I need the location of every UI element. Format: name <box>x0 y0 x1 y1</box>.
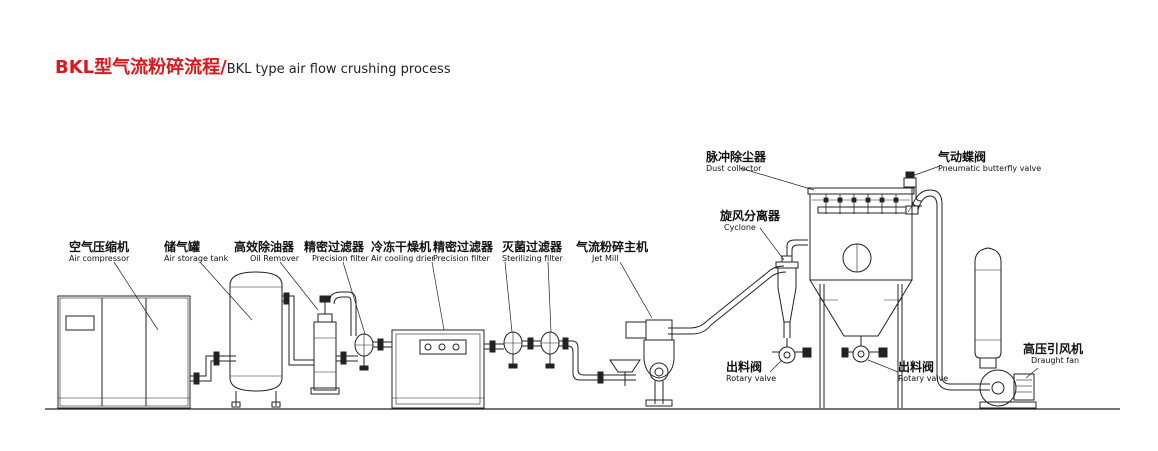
pipe-filter2-sterilizing <box>522 337 541 350</box>
label-cyclone: 旋风分离器 Cyclone <box>720 209 781 232</box>
air-cooling-drier <box>391 261 485 409</box>
pipe-filter-drier <box>373 338 392 351</box>
rotary-valve-2 <box>841 336 899 373</box>
sterilizing-filter <box>540 261 560 369</box>
title-cn: BKL型气流粉碎流程/ <box>55 57 227 78</box>
label-jet-mill: 气流粉碎主机 Jet Mill <box>576 240 649 263</box>
label-rotary-valve-1: 出料阀 Rotary valve <box>726 360 777 383</box>
label-draught-fan: 高压引风机 Draught fan <box>1023 342 1084 365</box>
rotary-valve-1 <box>769 338 812 373</box>
cyclone <box>759 227 808 338</box>
jet-mill <box>609 261 712 407</box>
precision-filter-1 <box>342 261 374 371</box>
pipe-oil-precision <box>329 291 358 365</box>
pipe-compressor-tank <box>190 351 236 385</box>
label-oil-remover: 高效除油器 Oil Remover <box>234 240 300 263</box>
pipe-sterilizing-jetmill <box>559 337 636 384</box>
label-air-cooling-drier: 冷冻干燥机 Air cooling drier <box>371 240 435 263</box>
diagram-title: BKL型气流粉碎流程/BKL type air flow crushing pr… <box>55 53 451 79</box>
pipe-jetmill-cyclone <box>706 265 787 326</box>
precision-filter-2 <box>503 261 523 369</box>
pneumatic-butterfly-valve <box>903 165 941 213</box>
draught-fan <box>974 247 1039 409</box>
air-compressor <box>57 261 191 409</box>
label-air-compressor: 空气压缩机 Air compressor <box>69 240 130 263</box>
air-storage-tank <box>199 261 283 408</box>
label-dust-collector: 脉冲除尘器 Dust collector <box>706 150 767 173</box>
label-pneumatic-butterfly-valve: 气动蝶阀 Pneumatic butterfly valve <box>938 150 1042 173</box>
label-precision-filter-2: 精密过滤器 Precision filter <box>433 240 494 263</box>
label-sterilizing-filter: 灭菌过滤器 Sterilizing filter <box>502 240 563 263</box>
pipe-drier-filter2 <box>484 340 504 353</box>
label-air-storage-tank: 储气罐 Air storage tank <box>164 240 229 263</box>
label-rotary-valve-2: 出料阀 Rotary valve <box>898 360 949 383</box>
pipe-tank-oil-remover <box>282 292 314 366</box>
title-en: BKL type air flow crushing process <box>226 62 451 77</box>
pipe-dust-fan <box>905 189 990 391</box>
label-precision-filter-1: 精密过滤器 Precision filter <box>304 240 369 263</box>
